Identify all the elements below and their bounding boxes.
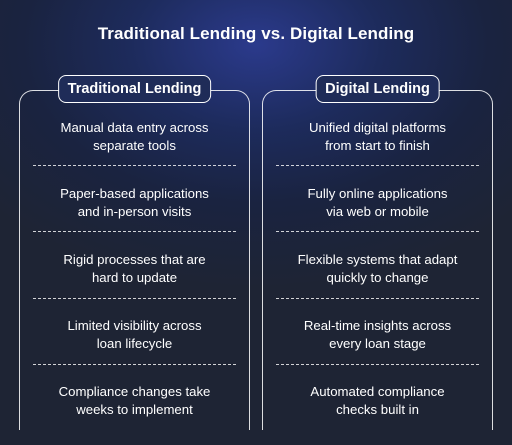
digital-item-2: Fully online applications via web or mob… xyxy=(263,185,492,221)
traditional-divider-1 xyxy=(33,165,236,166)
traditional-item-1-line-1: Manual data entry across xyxy=(60,120,209,135)
traditional-item-2: Paper-based applications and in-person v… xyxy=(20,185,249,221)
digital-divider-4 xyxy=(276,364,479,365)
traditional-divider-2 xyxy=(33,231,236,232)
traditional-item-3: Rigid processes that are hard to update xyxy=(20,251,249,287)
traditional-item-2-line-2: and in-person visits xyxy=(77,204,192,219)
traditional-item-5-line-2: weeks to implement xyxy=(76,402,193,417)
digital-divider-3 xyxy=(276,298,479,299)
traditional-item-5-line-1: Compliance changes take xyxy=(58,384,211,399)
digital-item-2-line-2: via web or mobile xyxy=(326,204,429,219)
digital-item-5-line-1: Automated compliance xyxy=(310,384,445,399)
traditional-item-1-line-2: separate tools xyxy=(93,138,176,153)
page-title: Traditional Lending vs. Digital Lending xyxy=(97,24,415,43)
digital-item-3: Flexible systems that adapt quickly to c… xyxy=(263,251,492,287)
traditional-item-5: Compliance changes take weeks to impleme… xyxy=(20,383,249,419)
digital-item-4-line-2: every loan stage xyxy=(329,336,426,351)
traditional-item-4-line-2: loan lifecycle xyxy=(96,336,173,351)
digital-item-3-line-1: Flexible systems that adapt xyxy=(297,252,458,267)
digital-item-1-line-2: from start to finish xyxy=(325,138,430,153)
traditional-item-1: Manual data entry across separate tools xyxy=(20,119,249,155)
traditional-item-2-line-1: Paper-based applications xyxy=(60,186,209,201)
traditional-item-4-line-1: Limited visibility across xyxy=(67,318,202,333)
traditional-divider-3 xyxy=(33,298,236,299)
digital-item-4-line-1: Real-time insights across xyxy=(303,318,452,333)
traditional-lending-column: Traditional Lending Manual data entry ac… xyxy=(19,75,250,430)
traditional-item-3-line-1: Rigid processes that are xyxy=(63,252,206,267)
digital-divider-1 xyxy=(276,165,479,166)
digital-divider-2 xyxy=(276,231,479,232)
digital-item-1-line-1: Unified digital platforms xyxy=(308,120,447,135)
traditional-item-3-line-2: hard to update xyxy=(91,270,178,285)
digital-item-3-line-2: quickly to change xyxy=(326,270,429,285)
digital-item-2-line-1: Fully online applications xyxy=(307,186,448,201)
digital-item-5: Automated compliance checks built in xyxy=(263,383,492,419)
digital-lending-label: Digital Lending xyxy=(315,75,440,103)
digital-lending-column: Digital Lending Unified digital platform… xyxy=(262,75,493,430)
digital-item-4: Real-time insights across every loan sta… xyxy=(263,317,492,353)
traditional-lending-label: Traditional Lending xyxy=(57,75,212,103)
digital-item-5-line-2: checks built in xyxy=(336,402,419,417)
digital-item-1: Unified digital platforms from start to … xyxy=(263,119,492,155)
traditional-item-4: Limited visibility across loan lifecycle xyxy=(20,317,249,353)
traditional-divider-4 xyxy=(33,364,236,365)
